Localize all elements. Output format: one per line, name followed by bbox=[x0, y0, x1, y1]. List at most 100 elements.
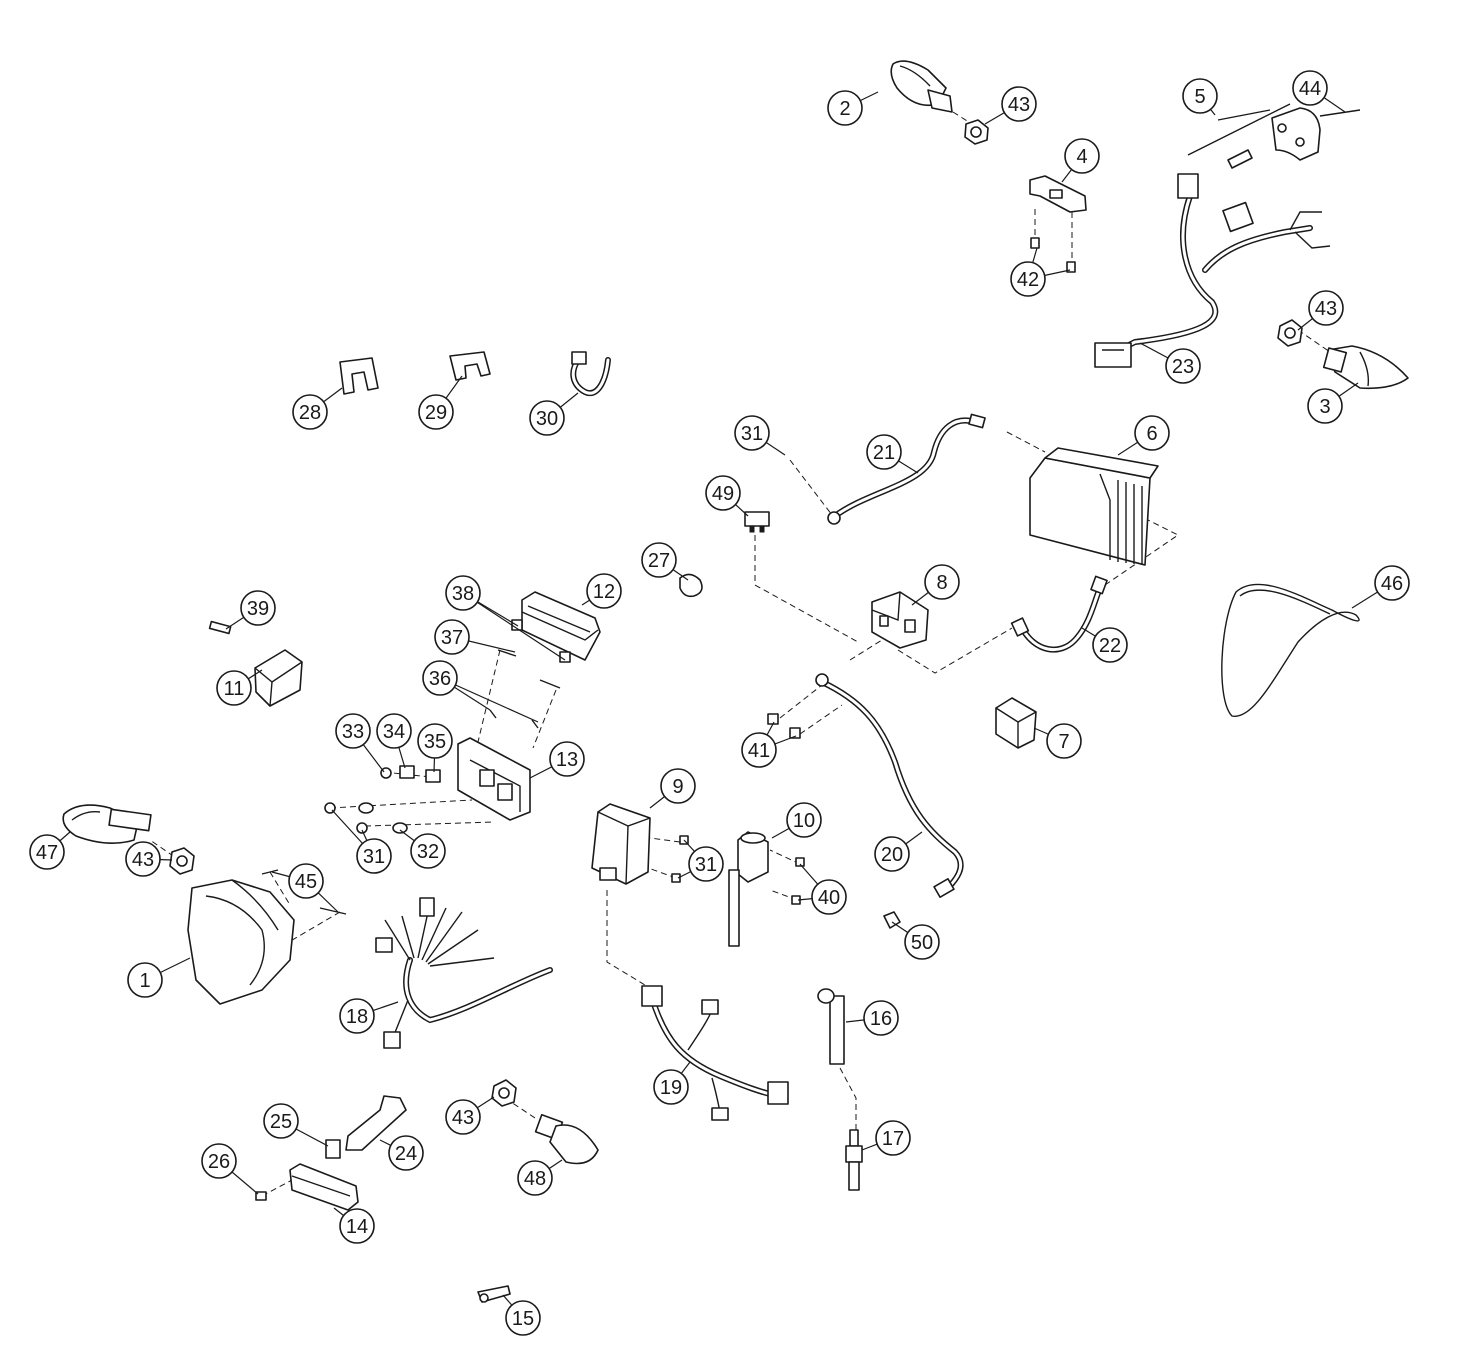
callout-number: 16 bbox=[870, 1008, 892, 1030]
callout-34: 34 bbox=[376, 713, 412, 769]
callout-number: 45 bbox=[295, 871, 317, 893]
callout-43: 43 bbox=[984, 86, 1037, 125]
callout-circle bbox=[1292, 70, 1328, 106]
callout-circle bbox=[335, 713, 371, 749]
callout-number: 6 bbox=[1146, 423, 1157, 445]
callout-circle bbox=[924, 564, 960, 600]
part-clip bbox=[339, 357, 379, 395]
callout-circle bbox=[434, 619, 470, 655]
part-nut bbox=[1277, 319, 1303, 347]
callout-circle bbox=[288, 863, 324, 899]
callout-number: 41 bbox=[748, 740, 770, 762]
callout-32: 32 bbox=[399, 829, 446, 869]
callout-16: 16 bbox=[845, 1000, 899, 1036]
part-turn-signal-rear-right bbox=[1322, 345, 1409, 390]
part-wiring-harness-rear bbox=[1094, 173, 1331, 368]
callout-43: 43 bbox=[125, 841, 173, 877]
callout-number: 23 bbox=[1172, 356, 1194, 378]
callout-circle bbox=[1064, 138, 1100, 174]
callout-circle bbox=[1134, 415, 1170, 451]
callout-circle bbox=[505, 1300, 541, 1336]
callout-circle bbox=[811, 879, 847, 915]
callout-circle bbox=[216, 670, 252, 706]
callout-circle bbox=[786, 802, 822, 838]
callout-number: 32 bbox=[417, 841, 439, 863]
callout-number: 43 bbox=[452, 1107, 474, 1129]
part-screws bbox=[489, 649, 561, 729]
callout-8: 8 bbox=[911, 564, 960, 606]
callout-circle bbox=[1182, 78, 1218, 114]
callout-number: 43 bbox=[1008, 94, 1030, 116]
part-battery bbox=[1029, 447, 1159, 566]
callout-4: 4 bbox=[1061, 138, 1100, 183]
callout-circle bbox=[688, 846, 724, 882]
callout-49: 49 bbox=[705, 475, 749, 517]
callout-number: 2 bbox=[839, 98, 850, 120]
part-main-wiring-harness bbox=[375, 897, 553, 1049]
callout-circle bbox=[339, 998, 375, 1034]
part-strap bbox=[570, 351, 611, 397]
callout-43: 43 bbox=[445, 1096, 495, 1135]
part-cable-starter bbox=[815, 673, 964, 929]
callout-circle bbox=[653, 1069, 689, 1105]
part-cable-battery-negative bbox=[1010, 575, 1108, 653]
callout-number: 4 bbox=[1076, 146, 1087, 168]
callout-37: 37 bbox=[434, 619, 516, 655]
callout-number: 39 bbox=[247, 598, 269, 620]
callout-number: 14 bbox=[346, 1216, 368, 1238]
callout-circle bbox=[376, 713, 412, 749]
callout-circle bbox=[1046, 723, 1082, 759]
callout-circle bbox=[125, 841, 161, 877]
callout-number: 22 bbox=[1099, 635, 1121, 657]
callout-circle bbox=[292, 394, 328, 430]
callout-circle bbox=[418, 394, 454, 430]
callout-circle bbox=[240, 590, 276, 626]
callout-circle bbox=[1374, 565, 1410, 601]
callout-number: 3 bbox=[1319, 396, 1330, 418]
part-headlight bbox=[187, 869, 347, 1005]
part-voltage-regulator bbox=[208, 620, 303, 707]
callout-number: 8 bbox=[936, 572, 947, 594]
callout-number: 19 bbox=[660, 1077, 682, 1099]
callout-number: 26 bbox=[208, 1151, 230, 1173]
callout-number: 29 bbox=[425, 402, 447, 424]
callout-circle bbox=[549, 741, 585, 777]
part-clip bbox=[449, 351, 491, 381]
callout-number: 12 bbox=[593, 581, 615, 603]
part-sensor bbox=[1187, 103, 1361, 169]
callout-circle bbox=[201, 1143, 237, 1179]
callout-number: 46 bbox=[1381, 573, 1403, 595]
callout-circle bbox=[1308, 290, 1344, 326]
callout-circle bbox=[417, 723, 453, 759]
callout-44: 44 bbox=[1292, 70, 1346, 113]
callout-31: 31 bbox=[677, 839, 724, 882]
callout-circle bbox=[904, 924, 940, 960]
callout-circle bbox=[863, 1000, 899, 1036]
callout-circle bbox=[874, 836, 910, 872]
part-starter-relay bbox=[871, 591, 929, 649]
callout-22: 22 bbox=[1081, 627, 1128, 663]
callout-13: 13 bbox=[529, 741, 585, 779]
part-turn-signal-front-right bbox=[890, 60, 953, 113]
callout-7: 7 bbox=[1033, 723, 1082, 759]
callout-circle bbox=[127, 962, 163, 998]
callout-46: 46 bbox=[1351, 565, 1410, 609]
part-instrument-bracket bbox=[457, 737, 531, 821]
callout-36: 36 bbox=[422, 660, 539, 723]
callout-number: 31 bbox=[741, 423, 763, 445]
callout-number: 35 bbox=[424, 731, 446, 753]
part-seal-loop bbox=[1221, 583, 1360, 717]
callout-number: 15 bbox=[512, 1308, 534, 1330]
callout-35: 35 bbox=[417, 723, 453, 773]
callout-10: 10 bbox=[771, 802, 822, 839]
callout-19: 19 bbox=[653, 1061, 691, 1105]
callout-38: 38 bbox=[445, 575, 566, 661]
callout-circle bbox=[705, 475, 741, 511]
part-ecu bbox=[591, 803, 689, 885]
callout-number: 10 bbox=[793, 810, 815, 832]
callout-18: 18 bbox=[339, 998, 399, 1034]
callout-31: 31 bbox=[331, 809, 392, 874]
callout-50: 50 bbox=[891, 921, 940, 960]
part-instrument-cluster bbox=[511, 591, 601, 663]
